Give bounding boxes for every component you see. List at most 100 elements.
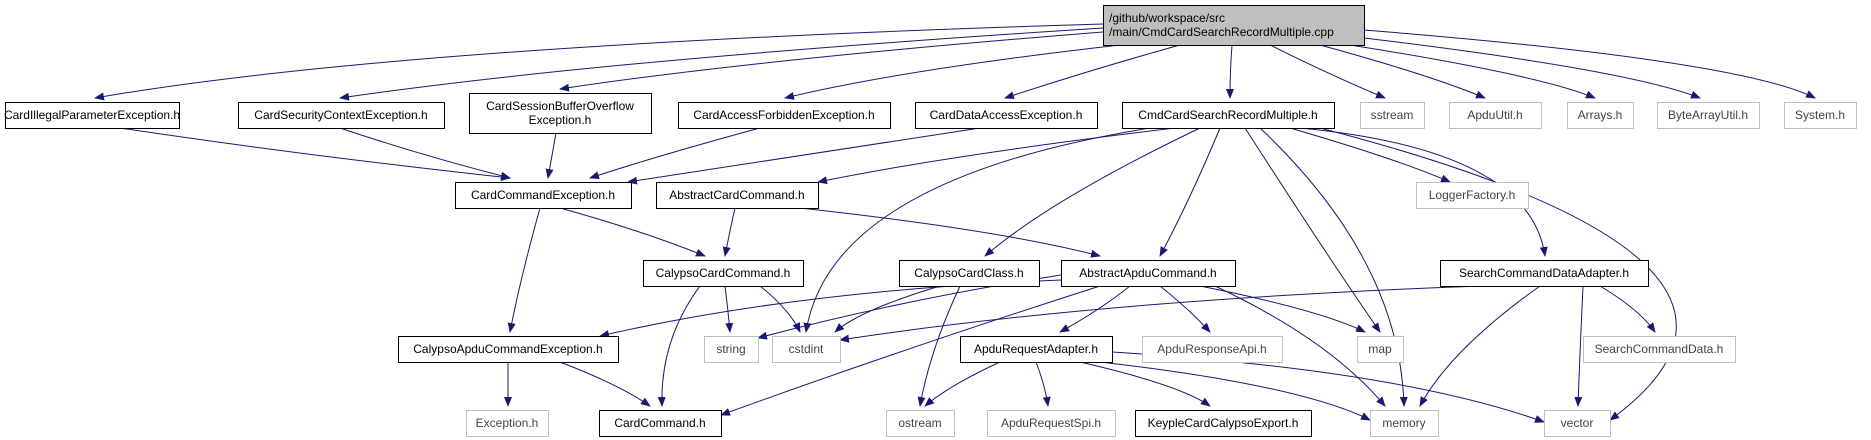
node-csboe-box bbox=[469, 93, 652, 134]
node-scd[interactable]: SearchCommandData.h bbox=[1583, 336, 1736, 363]
edge-cipe-to-cce bbox=[119, 127, 511, 181]
node-map[interactable]: map bbox=[1357, 336, 1404, 363]
edge-cpcls-to-ostream bbox=[917, 285, 961, 407]
node-memory-box bbox=[1370, 410, 1439, 437]
node-ccsrm-box bbox=[1122, 102, 1335, 129]
node-exception-label-0: Exception.h bbox=[476, 416, 539, 430]
node-logger-box bbox=[1416, 182, 1529, 209]
edge-cpcc-to-cstdint bbox=[759, 285, 801, 333]
node-csce[interactable]: CardSecurityContextException.h bbox=[238, 102, 445, 129]
node-aac[interactable]: AbstractApduCommand.h bbox=[1061, 260, 1236, 287]
node-cafe-label-0: CardAccessForbiddenException.h bbox=[693, 108, 874, 122]
node-scd-label-0: SearchCommandData.h bbox=[1595, 342, 1724, 356]
node-logger[interactable]: LoggerFactory.h bbox=[1416, 182, 1529, 209]
node-csboe-label-1: Exception.h bbox=[529, 113, 592, 127]
node-cace-label-0: CalypsoApduCommandException.h bbox=[413, 342, 602, 356]
edge-ara-to-memory bbox=[1099, 361, 1371, 421]
node-arspi-label-0: ApduRequestSpi.h bbox=[1001, 416, 1101, 430]
edge-ccsrm-to-cpcls bbox=[984, 127, 1201, 257]
edge-root-to-csce bbox=[339, 27, 1104, 101]
node-root-label-0: /github/workspace/src bbox=[1109, 11, 1225, 25]
node-memory[interactable]: memory bbox=[1370, 410, 1439, 437]
node-bau[interactable]: ByteArrayUtil.h bbox=[1657, 102, 1760, 129]
node-cstdint-label-0: cstdint bbox=[789, 342, 824, 356]
node-ccsrm-label-0: CmdCardSearchRecordMultiple.h bbox=[1138, 108, 1317, 122]
node-aac-box bbox=[1061, 260, 1236, 287]
node-root-box bbox=[1103, 5, 1365, 46]
node-map-box bbox=[1357, 336, 1404, 363]
node-acc[interactable]: AbstractCardCommand.h bbox=[656, 182, 819, 209]
edge-scda-to-vector bbox=[1574, 285, 1584, 407]
node-sstream-label-0: sstream bbox=[1371, 108, 1414, 122]
node-cpcc[interactable]: CalypsoCardCommand.h bbox=[643, 260, 804, 287]
edge-aac-to-cc bbox=[720, 285, 1101, 416]
node-arspi-box bbox=[987, 410, 1116, 437]
node-vector-box bbox=[1544, 410, 1611, 437]
node-ara-label-0: ApduRequestAdapter.h bbox=[974, 342, 1098, 356]
node-string[interactable]: string bbox=[704, 336, 759, 363]
node-kcce[interactable]: KeypleCardCalypsoExport.h bbox=[1135, 410, 1312, 437]
node-cafe[interactable]: CardAccessForbiddenException.h bbox=[678, 102, 891, 129]
node-cc-box bbox=[599, 410, 722, 437]
node-acc-label-0: AbstractCardCommand.h bbox=[669, 188, 804, 202]
node-ara-box bbox=[960, 336, 1113, 363]
edge-root-to-csboe bbox=[559, 31, 1104, 92]
node-apduutil-box bbox=[1449, 102, 1542, 129]
node-cpcc-box bbox=[643, 260, 804, 287]
node-cce[interactable]: CardCommandException.h bbox=[455, 182, 632, 209]
edge-ccsrm-to-acc bbox=[817, 127, 1176, 185]
node-kcce-box bbox=[1135, 410, 1312, 437]
node-cdae[interactable]: CardDataAccessException.h bbox=[915, 102, 1098, 129]
edge-ccsrm-to-aac bbox=[1159, 127, 1221, 257]
node-cpcls[interactable]: CalypsoCardClass.h bbox=[899, 260, 1040, 287]
node-vector[interactable]: vector bbox=[1544, 410, 1611, 437]
node-arapi-box bbox=[1142, 336, 1283, 363]
node-arapi-label-0: ApduResponseApi.h bbox=[1157, 342, 1266, 356]
node-exception[interactable]: Exception.h bbox=[466, 410, 549, 437]
node-sstream[interactable]: sstream bbox=[1360, 102, 1425, 129]
edge-root-to-apduutil bbox=[1319, 44, 1486, 99]
edge-acc-to-aac bbox=[799, 207, 1101, 258]
edge-root-to-bau bbox=[1363, 37, 1701, 99]
node-arrays[interactable]: Arrays.h bbox=[1567, 102, 1634, 129]
node-root-label-1: /main/CmdCardSearchRecordMultiple.cpp bbox=[1109, 25, 1334, 39]
node-arspi[interactable]: ApduRequestSpi.h bbox=[987, 410, 1116, 437]
node-cace[interactable]: CalypsoApduCommandException.h bbox=[398, 336, 619, 363]
node-acc-box bbox=[656, 182, 819, 209]
edge-root-to-ccsrm bbox=[1226, 44, 1235, 99]
edge-cafe-to-cce bbox=[589, 127, 761, 179]
edge-ccsrm-to-map bbox=[1244, 127, 1381, 333]
edge-scda-to-memory bbox=[1419, 285, 1541, 407]
edge-aac-to-memory bbox=[1214, 285, 1386, 407]
node-system[interactable]: System.h bbox=[1784, 102, 1857, 129]
node-arapi[interactable]: ApduResponseApi.h bbox=[1142, 336, 1283, 363]
node-csce-box bbox=[238, 102, 445, 129]
edge-cpcls-to-cstdint bbox=[834, 285, 941, 333]
node-apduutil[interactable]: ApduUtil.h bbox=[1449, 102, 1542, 129]
node-exception-box bbox=[466, 410, 549, 437]
node-ara[interactable]: ApduRequestAdapter.h bbox=[960, 336, 1113, 363]
node-ostream[interactable]: ostream bbox=[886, 410, 955, 437]
node-ostream-box bbox=[886, 410, 955, 437]
node-cipe[interactable]: CardIllegalParameterException.h bbox=[4, 102, 180, 129]
edge-csce-to-cce bbox=[339, 127, 511, 180]
node-ccsrm[interactable]: CmdCardSearchRecordMultiple.h bbox=[1122, 102, 1335, 129]
node-scda[interactable]: SearchCommandDataAdapter.h bbox=[1440, 260, 1649, 287]
node-cpcls-box bbox=[899, 260, 1040, 287]
edge-aac-to-cace bbox=[599, 279, 1062, 338]
node-arrays-box bbox=[1567, 102, 1634, 129]
node-root[interactable]: /github/workspace/src/main/CmdCardSearch… bbox=[1103, 5, 1365, 46]
node-cc[interactable]: CardCommand.h bbox=[599, 410, 722, 437]
edge-root-to-cafe bbox=[784, 44, 1121, 100]
node-cstdint[interactable]: cstdint bbox=[772, 336, 841, 363]
node-string-label-0: string bbox=[716, 342, 745, 356]
node-bau-label-0: ByteArrayUtil.h bbox=[1668, 108, 1748, 122]
node-cpcc-label-0: CalypsoCardCommand.h bbox=[656, 266, 791, 280]
node-cstdint-box bbox=[772, 336, 841, 363]
node-logger-label-0: LoggerFactory.h bbox=[1429, 188, 1516, 202]
edge-ccsrm-to-cstdint bbox=[803, 127, 1151, 333]
edge-aac-to-ara bbox=[1059, 285, 1131, 333]
node-cc-label-0: CardCommand.h bbox=[614, 416, 705, 430]
node-csce-label-0: CardSecurityContextException.h bbox=[254, 108, 427, 122]
